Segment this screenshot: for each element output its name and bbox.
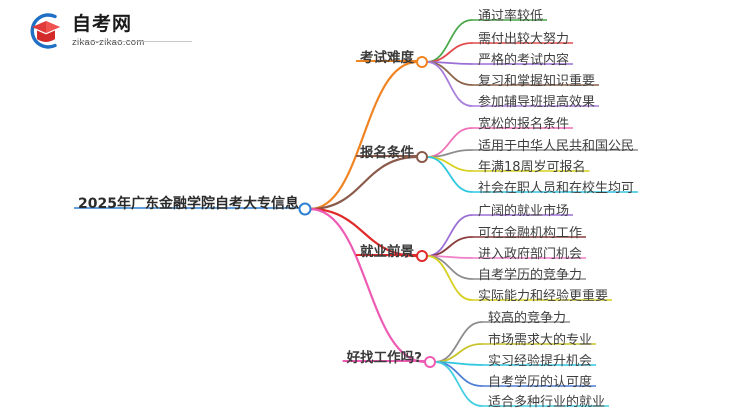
mindmap-root-label[interactable]: 2025年广东金融学院自考大专信息 <box>78 196 299 212</box>
mindmap-leaf-label-4-2[interactable]: 市场需求大的专业 <box>488 333 593 348</box>
mindmap-links <box>308 19 483 407</box>
mindmap-leaf-label-2-4[interactable]: 社会在职人员和在校生均可 <box>478 181 635 196</box>
logo-domain: zikao-zikao.com <box>72 36 145 48</box>
mindmap-link <box>308 207 427 364</box>
mindmap-branch-label-3[interactable]: 就业前景 <box>360 244 414 260</box>
mindmap-leaf-label-4-5[interactable]: 适合多种行业的就业 <box>488 395 606 410</box>
mindmap-link <box>434 343 483 363</box>
mindmap-leaf-label-1-2[interactable]: 需付出较大努力 <box>478 32 570 47</box>
mindmap-link <box>426 61 473 86</box>
mindmap-link <box>308 155 419 211</box>
mindmap-link <box>426 255 473 301</box>
mindmap-node-dot[interactable] <box>416 56 428 68</box>
mindmap-node-dot[interactable] <box>416 250 428 262</box>
mindmap-nodes <box>298 56 436 368</box>
mindmap-link <box>434 361 483 407</box>
mindmap-node-dot[interactable] <box>424 356 436 368</box>
mindmap-underlines <box>74 19 639 407</box>
mindmap-link <box>308 60 419 211</box>
mindmap-leaf-label-1-1[interactable]: 通过率较低 <box>478 9 544 24</box>
logo-divider <box>74 41 192 42</box>
mindmap-leaf-label-3-2[interactable]: 可在金融机构工作 <box>478 226 583 241</box>
mindmap-leaf-label-2-2[interactable]: 适用于中华人民共和国公民 <box>478 139 635 154</box>
mindmap-link <box>426 149 473 158</box>
mindmap-leaf-label-2-3[interactable]: 年满18周岁可报名 <box>478 160 586 175</box>
mindmap-branch-label-4[interactable]: 好找工作吗? <box>346 350 422 366</box>
logo-mark-icon <box>24 9 68 53</box>
mindmap-leaf-label-2-1[interactable]: 宽松的报名条件 <box>478 117 570 132</box>
mindmap-leaf-label-3-3[interactable]: 进入政府部门机会 <box>478 247 583 262</box>
mindmap-link <box>426 236 473 257</box>
mindmap-node-dot[interactable] <box>298 202 312 216</box>
mindmap-link <box>426 214 473 257</box>
mindmap-leaf-label-3-5[interactable]: 实际能力和经验更重要 <box>478 289 609 304</box>
mindmap-branch-label-2[interactable]: 报名条件 <box>360 145 414 161</box>
site-logo: 自考网 zikao-zikao.com <box>24 8 194 54</box>
mindmap-link <box>426 61 473 107</box>
logo-title: 自考网 <box>72 12 133 35</box>
mindmap-link <box>426 156 473 193</box>
mindmap-leaf-label-4-3[interactable]: 实习经验提升机会 <box>488 354 593 369</box>
mindmap-link <box>426 255 473 280</box>
mindmap-leaf-label-4-1[interactable]: 较高的竞争力 <box>488 311 567 326</box>
mindmap-leaf-label-3-1[interactable]: 广阔的就业市场 <box>478 204 570 219</box>
mindmap-link <box>426 19 473 63</box>
mindmap-node-dot[interactable] <box>416 151 428 163</box>
mindmap-link <box>434 321 483 363</box>
mindmap-leaf-label-1-3[interactable]: 严格的考试内容 <box>478 53 570 68</box>
mindmap-leaf-label-4-4[interactable]: 自考学历的认可度 <box>488 375 593 390</box>
mindmap-branch-label-1[interactable]: 考试难度 <box>360 50 414 66</box>
mindmap-leaf-label-1-5[interactable]: 参加辅导班提高效果 <box>478 95 596 110</box>
mindmap-leaf-label-3-4[interactable]: 自考学历的竞争力 <box>478 268 583 283</box>
mindmap-leaf-label-1-4[interactable]: 复习和掌握知识重要 <box>478 74 596 89</box>
mindmap-link <box>426 42 473 63</box>
